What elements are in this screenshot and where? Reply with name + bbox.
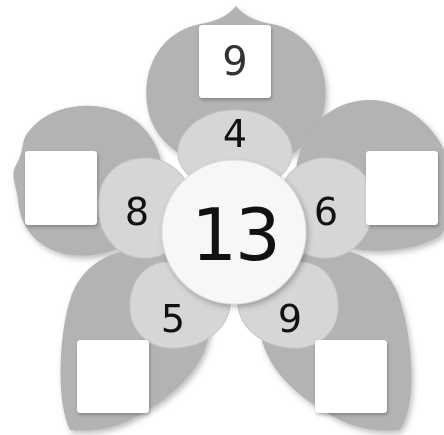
inner-number-left: 8 (107, 193, 167, 231)
inner-number-bottom-right: 9 (260, 300, 320, 338)
outer-box-top[interactable]: 9 (199, 25, 271, 98)
center-number: 13 (165, 165, 305, 305)
inner-number-right: 6 (296, 193, 356, 231)
outer-box-bottom-left[interactable] (77, 340, 149, 413)
inner-number-top: 4 (205, 115, 265, 153)
outer-box-left[interactable] (25, 151, 97, 225)
outer-box-top-value: 9 (222, 39, 247, 85)
inner-number-bottom-left: 5 (143, 300, 203, 338)
outer-box-right[interactable] (366, 151, 438, 225)
outer-box-bottom-right[interactable] (315, 340, 387, 413)
